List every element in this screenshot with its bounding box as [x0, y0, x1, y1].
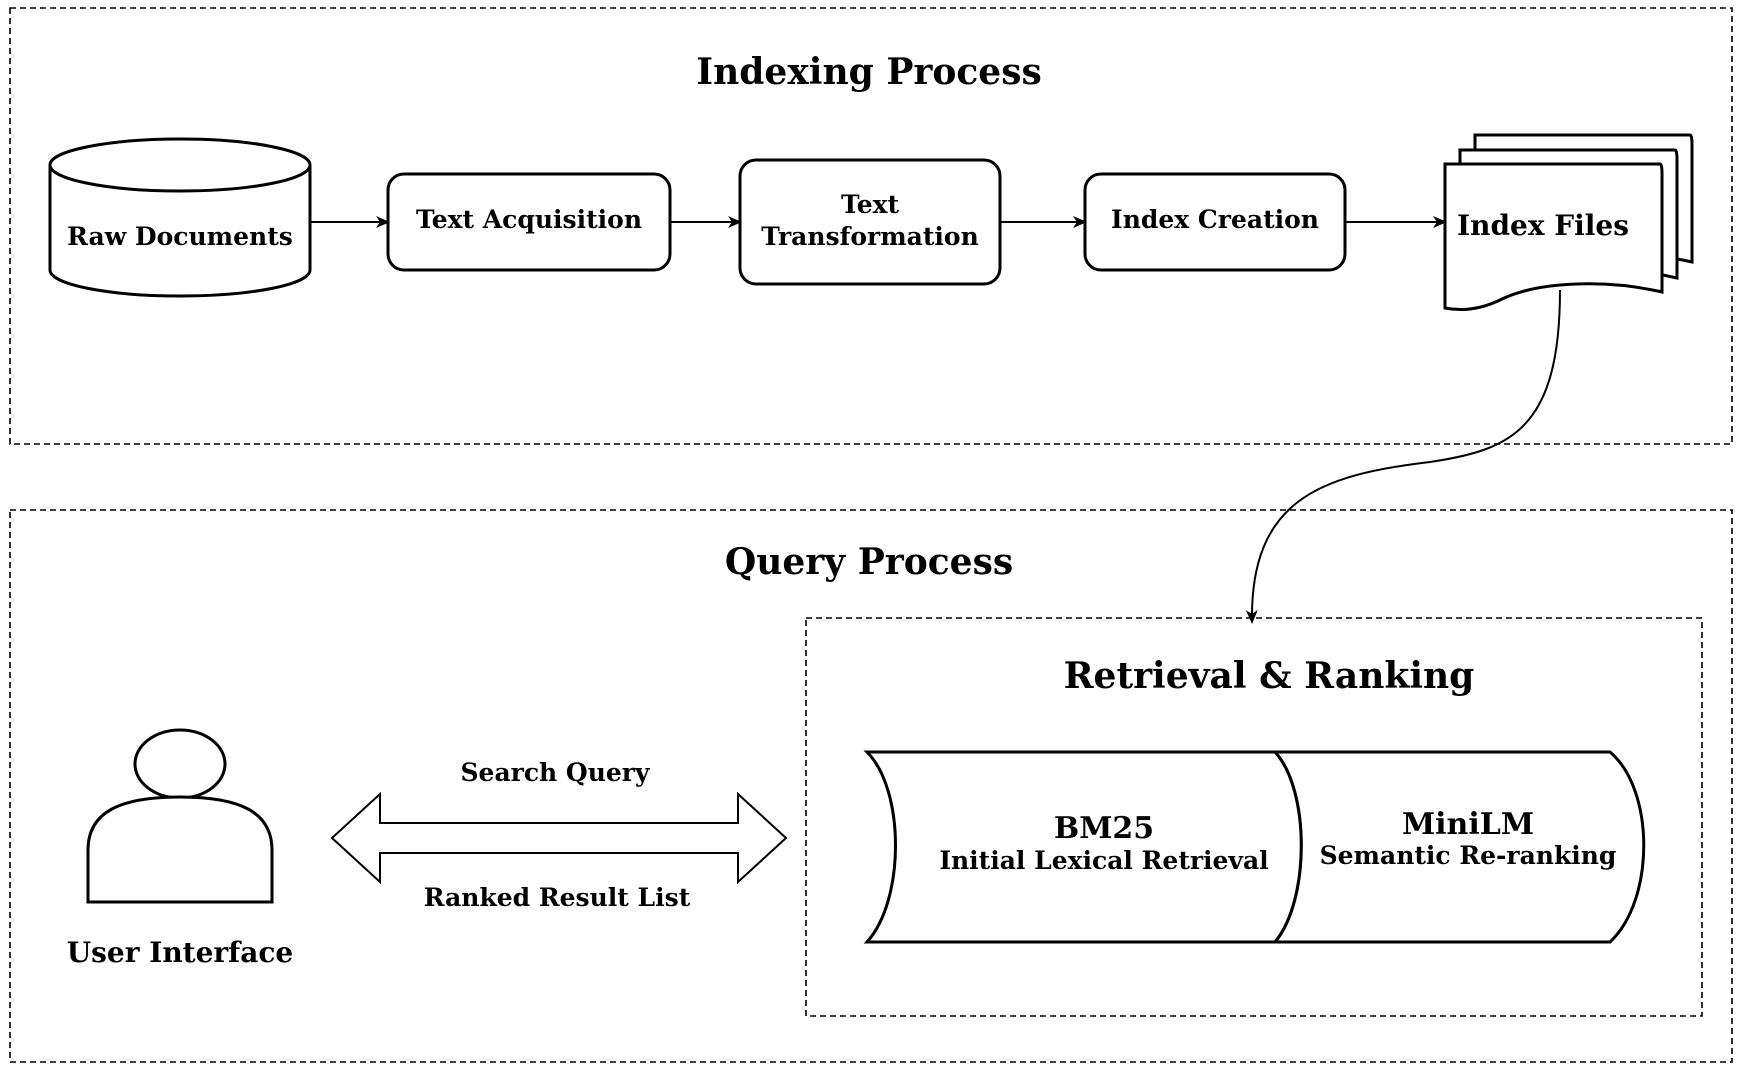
index-creation-node: Index Creation	[1083, 172, 1347, 272]
database-cylinder-icon	[48, 165, 312, 298]
indexing-process-title: Indexing Process	[696, 51, 1042, 93]
index-creation-label: Index Creation	[1111, 205, 1319, 234]
text-acquisition-label: Text Acquisition	[416, 205, 642, 234]
minilm-subtitle: Semantic Re-ranking	[1320, 841, 1617, 870]
double-arrow-icon	[330, 791, 788, 885]
bm25-subtitle: Initial Lexical Retrieval	[939, 846, 1268, 875]
search-query-label: Search Query	[461, 758, 651, 787]
raw-documents-node: Raw Documents	[48, 137, 312, 298]
index-files-node: Index Files	[1443, 133, 1694, 312]
query-process-panel: Query Process	[9, 509, 1733, 1063]
text-transformation-node: Text Transformation	[738, 158, 1002, 286]
query-result-exchange: Search Query Ranked Result List	[330, 758, 788, 912]
minilm-title: MiniLM	[1402, 807, 1534, 842]
retrieval-ranking-panel: Retrieval & Ranking	[805, 617, 1703, 1017]
user-icon	[86, 728, 274, 904]
user-interface-label: User Interface	[67, 936, 294, 969]
query-process-title: Query Process	[725, 541, 1013, 583]
minilm-stage: MiniLM Semantic Re-ranking	[1271, 750, 1646, 944]
bm25-stage: BM25 Initial Lexical Retrieval	[863, 750, 1303, 944]
text-transformation-label-line2: Transformation	[761, 222, 979, 251]
edge-index-files-to-retrieval	[1245, 289, 1561, 624]
indexing-process-panel: Indexing Process	[9, 7, 1733, 445]
text-transformation-label-line1: Text	[841, 190, 900, 219]
retrieval-ranking-title: Retrieval & Ranking	[1064, 655, 1475, 697]
text-acquisition-node: Text Acquisition	[386, 172, 672, 272]
bm25-title: BM25	[1054, 811, 1154, 846]
ranked-result-list-label: Ranked Result List	[424, 883, 691, 912]
raw-documents-label: Raw Documents	[67, 222, 293, 251]
user-interface-node: User Interface	[67, 728, 294, 969]
index-files-label: Index Files	[1457, 209, 1629, 242]
